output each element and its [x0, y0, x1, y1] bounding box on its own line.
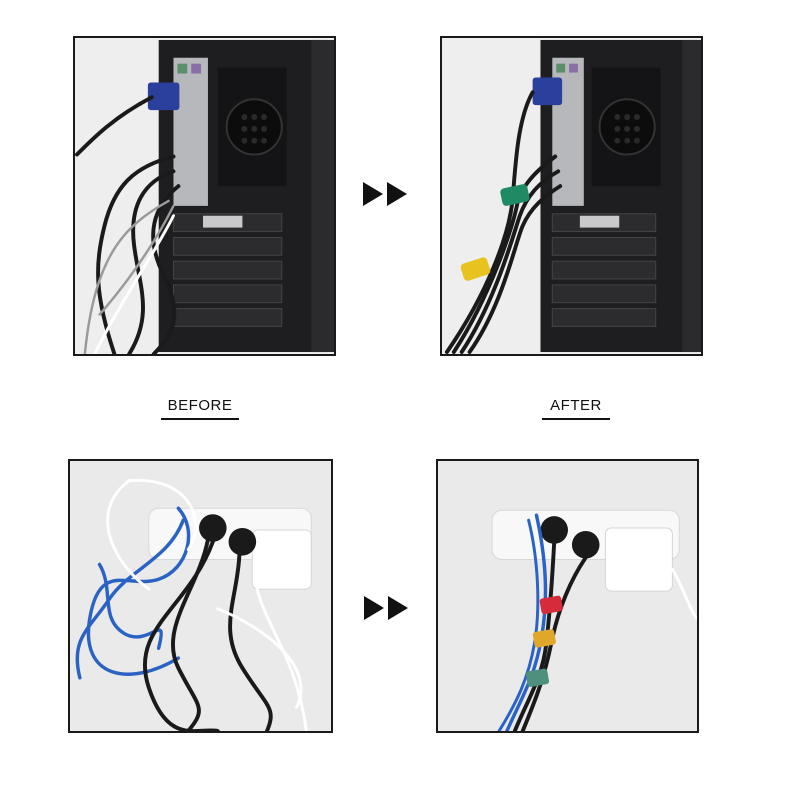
- after-pc-panel: [440, 36, 703, 356]
- after-power-panel: [436, 459, 699, 733]
- before-label-text: BEFORE: [167, 397, 233, 414]
- after-power-image: [438, 461, 697, 731]
- after-label: AFTER: [542, 397, 610, 420]
- before-power-panel: [68, 459, 333, 733]
- before-label: BEFORE: [161, 397, 239, 420]
- before-power-image: [70, 461, 331, 731]
- double-right-triangle-icon: [363, 182, 407, 206]
- before-underline: [161, 418, 239, 420]
- before-pc-image: [75, 38, 334, 354]
- double-right-triangle-icon-bottom: [364, 596, 408, 620]
- after-underline: [542, 418, 610, 420]
- after-pc-image: [442, 38, 701, 354]
- before-pc-panel: [73, 36, 336, 356]
- after-label-text: AFTER: [550, 397, 602, 414]
